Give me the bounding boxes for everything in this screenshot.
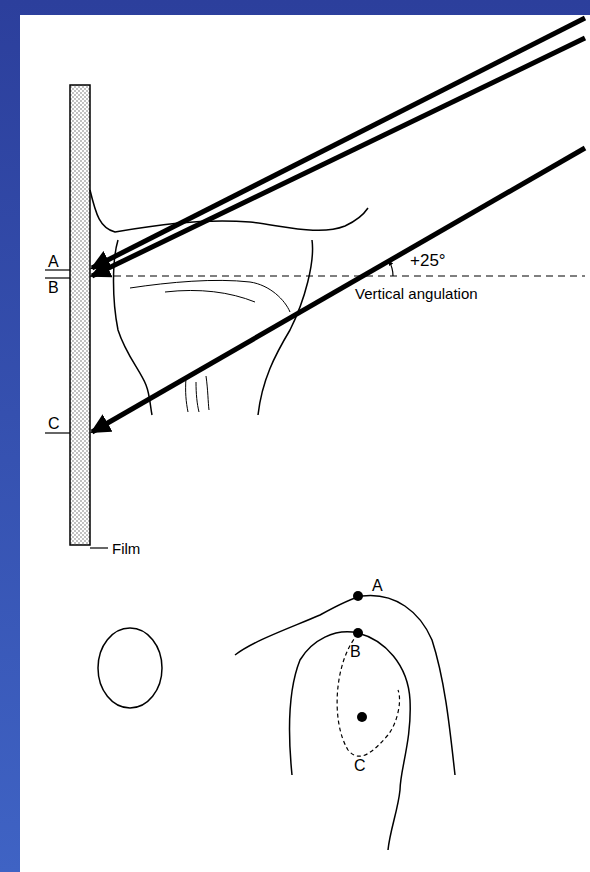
tick-line [45,277,70,278]
enamel-line [165,290,255,302]
angle-label: +25° [410,252,446,269]
reference-line [90,275,585,276]
point-dot [353,628,363,638]
slide-ground [20,15,590,872]
point-dot [353,591,363,601]
round-outline [98,628,162,708]
film-label: Film [112,541,140,556]
root-canal [196,382,199,412]
angle-arc [389,261,393,276]
enamel-line [130,280,290,312]
point-dot [357,712,367,722]
point-label: C [354,758,366,774]
x-ray-beam [92,38,585,276]
film [70,85,90,545]
tooth-outline [114,240,153,415]
point-label: B [48,280,59,296]
tick-line [45,432,70,433]
point-label: B [350,644,361,660]
x-ray-beam [92,18,585,268]
image-outline-a [235,595,455,775]
axis-label: Vertical angulation [355,286,478,301]
projected-outline [337,634,399,756]
point-label: A [48,254,59,270]
point-label: C [48,416,60,432]
tooth-outline [258,240,313,415]
root-canal [186,378,188,412]
root-canal [206,376,209,410]
x-ray-beam [92,148,585,432]
leader-line [90,547,108,548]
point-label: A [372,578,383,594]
image-outline-b [290,632,411,850]
